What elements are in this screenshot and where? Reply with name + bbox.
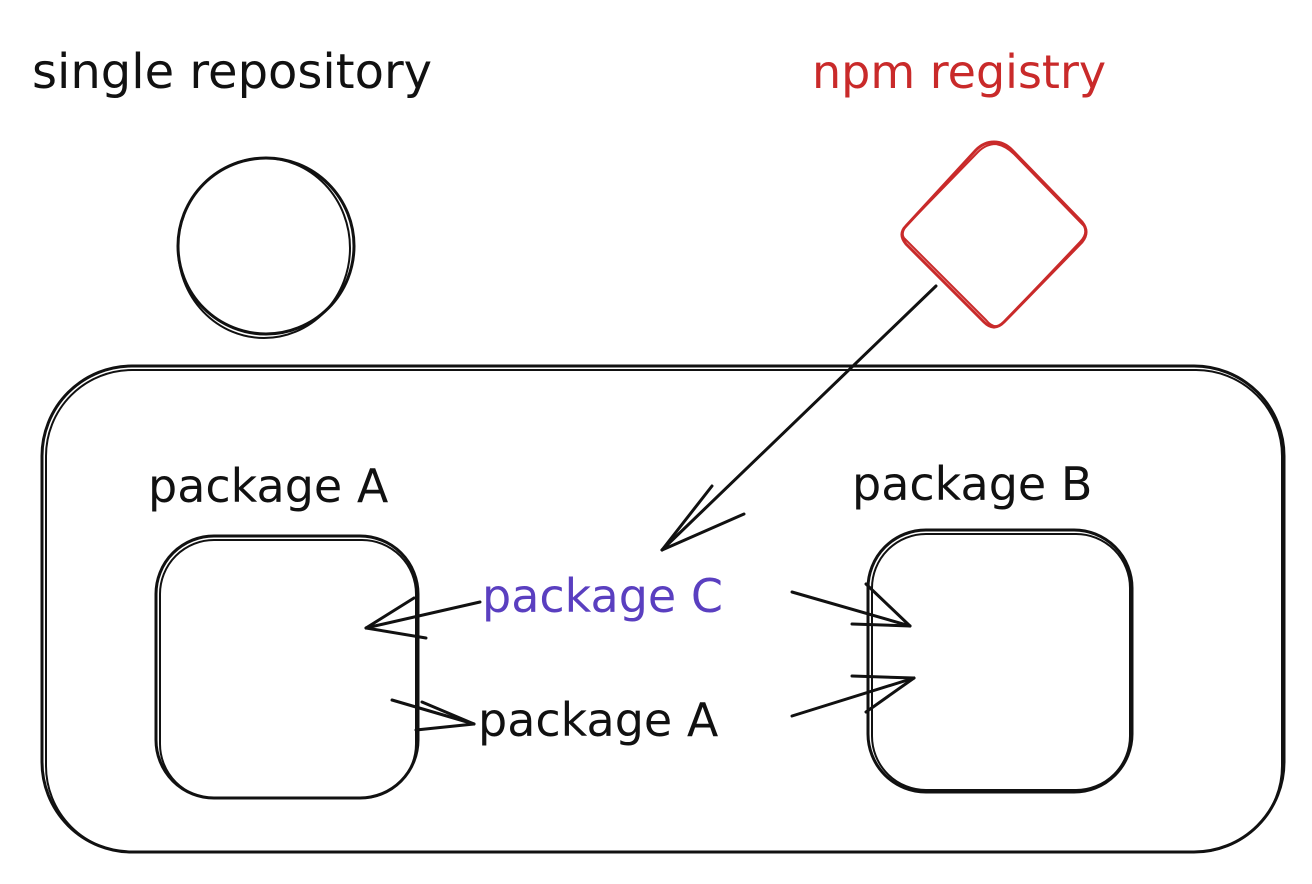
- registry-to-package-c-arrow: [660, 284, 938, 552]
- npm-registry-label: npm registry: [812, 45, 1106, 99]
- monorepo-container: [40, 364, 1286, 854]
- package-b-box: [866, 528, 1134, 794]
- package-c-label: package C: [482, 569, 723, 623]
- single-repository-label: single repository: [32, 44, 432, 100]
- package-a-flow-label: package A: [478, 693, 719, 747]
- package-a-box: [154, 534, 420, 800]
- package-c-to-package-b-arrow: [790, 582, 912, 628]
- package-a-to-package-b-arrow: [790, 674, 916, 718]
- package-b-title: package B: [852, 457, 1092, 511]
- package-c-to-package-a-arrow: [364, 596, 482, 640]
- repository-circle: [176, 156, 356, 339]
- package-a-title: package A: [148, 459, 389, 513]
- package-a-to-label-arrow: [390, 698, 476, 732]
- registry-diamond: [900, 140, 1088, 329]
